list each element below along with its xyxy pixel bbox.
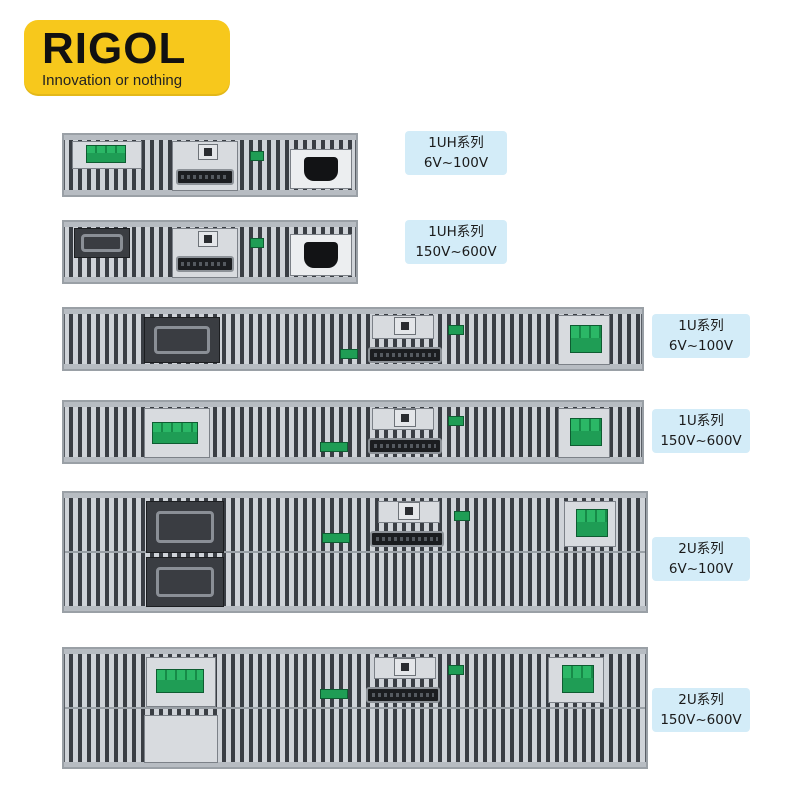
bus-bar-output-lower — [146, 557, 224, 607]
panel-1u-low-voltage — [62, 307, 644, 371]
series-label-2u-low: 2U系列 6V~100V — [652, 537, 750, 581]
lan-port-icon — [198, 231, 218, 247]
output-studs — [74, 228, 130, 258]
dc-output-terminal — [152, 422, 198, 444]
lan-port-icon — [394, 317, 416, 335]
logo-tagline: Innovation or nothing — [42, 72, 183, 89]
sense-connector — [448, 325, 464, 335]
logo-brand-text: RIGOL — [42, 24, 187, 73]
analog-port-connector — [176, 169, 234, 185]
series-name: 2U系列 — [678, 692, 724, 708]
ac-inlet-icon — [290, 234, 352, 276]
series-name: 1U系列 — [678, 318, 724, 334]
lan-port-icon — [394, 658, 416, 676]
panel-2u-high-voltage — [62, 647, 648, 769]
dc-output-terminal — [86, 145, 126, 163]
sense-connector — [454, 511, 470, 521]
series-range: 150V~600V — [660, 712, 742, 728]
lan-port-icon — [198, 144, 218, 160]
panel-1u-high-voltage — [62, 400, 644, 464]
series-label-2u-high: 2U系列 150V~600V — [652, 688, 750, 732]
remote-connector — [340, 349, 358, 359]
rigol-logo: RIGOL Innovation or nothing — [24, 20, 230, 96]
dc-output-terminal — [156, 669, 204, 693]
cover-plate — [144, 715, 218, 763]
analog-port-connector — [370, 531, 444, 547]
panel-1uh-high-voltage — [62, 220, 358, 284]
series-label-1u-high: 1U系列 150V~600V — [652, 409, 750, 453]
panel-2u-low-voltage — [62, 491, 648, 613]
series-label-1u-low: 1U系列 6V~100V — [652, 314, 750, 358]
analog-port-connector — [176, 256, 234, 272]
bus-bar-output — [144, 317, 220, 363]
analog-port-connector — [368, 347, 442, 363]
series-range: 6V~100V — [668, 561, 734, 577]
series-name: 1UH系列 — [428, 135, 484, 151]
series-name: 1U系列 — [678, 413, 724, 429]
remote-connector — [322, 533, 350, 543]
series-name: 1UH系列 — [428, 224, 484, 240]
sense-connector — [250, 238, 264, 248]
series-label-1uh-high: 1UH系列 150V~600V — [405, 220, 507, 264]
series-name: 2U系列 — [678, 541, 724, 557]
sense-connector — [448, 416, 464, 426]
bus-bar-output-upper — [146, 501, 224, 553]
ac-input-terminal — [576, 509, 608, 537]
series-range: 150V~600V — [415, 244, 497, 260]
series-range: 6V~100V — [668, 338, 734, 354]
panel-1uh-low-voltage — [62, 133, 358, 197]
ac-inlet-icon — [290, 149, 352, 189]
ac-input-terminal — [570, 418, 602, 446]
ac-input-terminal — [562, 665, 594, 693]
remote-connector — [320, 442, 348, 452]
series-range: 150V~600V — [660, 433, 742, 449]
analog-port-connector — [368, 438, 442, 454]
series-label-1uh-low: 1UH系列 6V~100V — [405, 131, 507, 175]
lan-port-icon — [398, 502, 420, 520]
lan-port-icon — [394, 409, 416, 427]
analog-port-connector — [366, 687, 440, 703]
series-range: 6V~100V — [423, 155, 489, 171]
remote-connector — [320, 689, 348, 699]
sense-connector — [448, 665, 464, 675]
ac-input-terminal — [570, 325, 602, 353]
sense-connector — [250, 151, 264, 161]
